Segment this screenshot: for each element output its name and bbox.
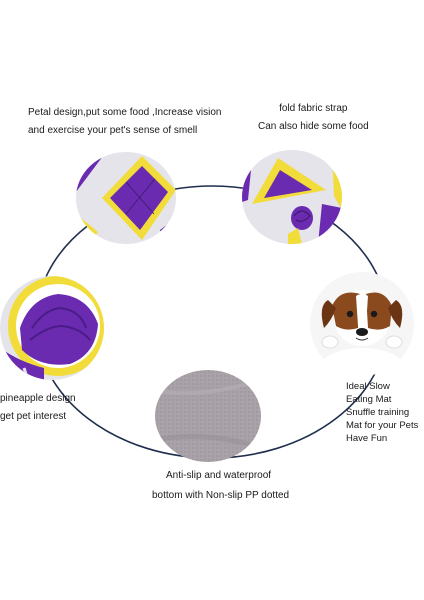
pineapple-design-caption: pineapple design get pet interest [0,393,76,422]
puppy-photo [310,272,414,376]
pineapple-design-photo [0,276,104,380]
petal-design-caption: Petal design,put some food ,Increase vis… [28,107,222,136]
fabric-strap-photo [242,150,342,244]
petal-design-photo [76,152,176,244]
anti-slip-bottom-photo [155,370,261,462]
fabric-strap-caption: fold fabric strap Can also hide some foo… [258,103,369,132]
slow-eating-mat-caption: Ideal Slow Eating Mat Snuffle training M… [346,381,419,444]
anti-slip-bottom-caption: Anti-slip and waterproof bottom with Non… [152,470,290,501]
